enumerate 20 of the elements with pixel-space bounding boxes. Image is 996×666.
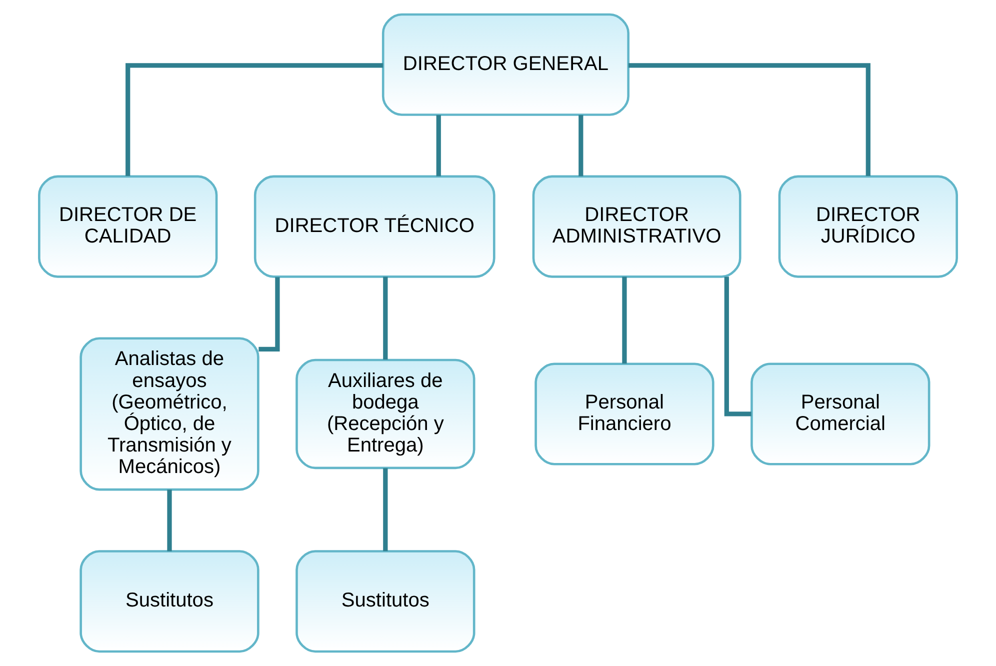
node-box: DIRECTOR TÉCNICO xyxy=(254,175,496,278)
connector xyxy=(436,115,441,176)
connector xyxy=(383,276,388,360)
connector xyxy=(167,490,172,552)
node-box: Personal Financiero xyxy=(534,362,714,466)
connector xyxy=(126,63,384,176)
connector xyxy=(622,276,627,364)
connector xyxy=(383,468,388,552)
connector xyxy=(628,63,870,176)
node-box: Analistas de ensayos (Geométrico, Óptico, de Transmisión y Mecánicos) xyxy=(80,337,260,491)
connector xyxy=(578,115,584,176)
node-box: DIRECTOR ADMINISTRATIVO xyxy=(532,175,742,278)
node-box: Auxiliares de bodega (Recepción y Entrega) xyxy=(296,358,476,470)
node-box: Sustitutos xyxy=(296,550,476,653)
node-box: Sustitutos xyxy=(80,550,260,653)
node-box: DIRECTOR JURÍDICO xyxy=(778,175,958,278)
node-box: DIRECTOR GENERAL xyxy=(382,13,630,116)
connector xyxy=(258,277,280,352)
node-box: DIRECTOR DE CALIDAD xyxy=(38,175,218,278)
node-box: Personal Comercial xyxy=(750,362,930,466)
